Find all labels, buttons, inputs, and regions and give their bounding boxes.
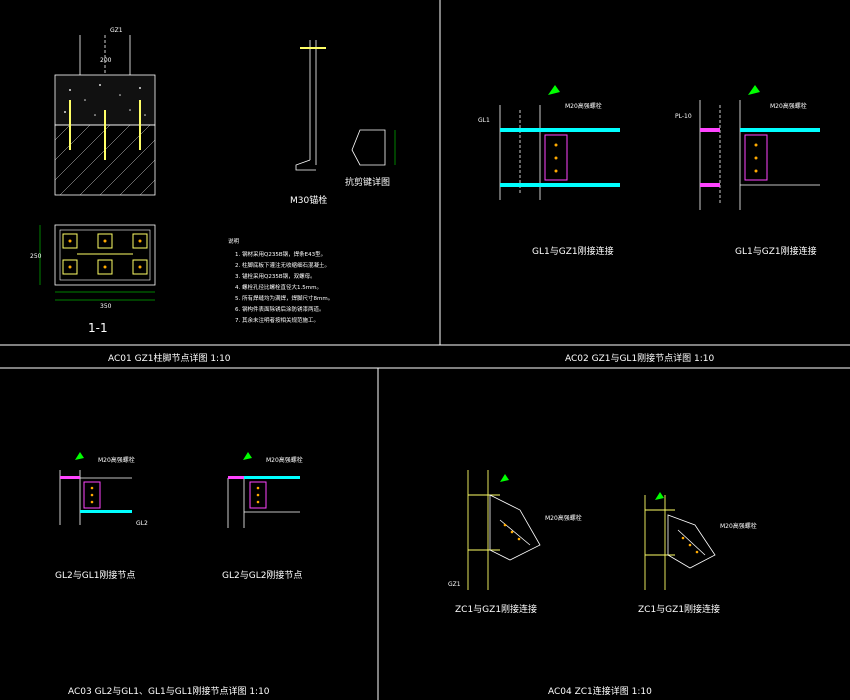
label-gz1: GZ1 (110, 27, 123, 34)
dim-200: 200 (100, 57, 112, 64)
bolt-note-c: M20高强螺栓 (98, 456, 135, 464)
bolt-note-b: M20高强螺栓 (770, 102, 807, 110)
note-line: 3. 锚栓采用Q235B钢，双螺母。 (235, 272, 316, 280)
panel-title-ac01: AC01 GZ1柱脚节点详图 1:10 (108, 352, 231, 364)
dim-350: 350 (100, 303, 112, 310)
dim-250: 250 (30, 253, 42, 260)
panel-ac04: M20高强螺栓 GZ1 ZC1与GZ1刚接连接 M20高强螺栓 ZC1与GZ1刚… (448, 470, 757, 697)
panel-title-ac02: AC02 GZ1与GL1刚接节点详图 1:10 (565, 352, 715, 364)
zc1-gz1-label-a: ZC1与GZ1刚接连接 (455, 603, 537, 615)
note-line: 1. 钢材采用Q235B钢，焊条E43型。 (235, 250, 326, 258)
bolt-note-f: M20高强螺栓 (720, 522, 757, 530)
note-line: 5. 所有焊缝均为满焊，焊脚尺寸8mm。 (235, 294, 333, 302)
label-gl2-a: GL2 (136, 520, 148, 527)
gl2-gl2-label: GL2与GL2刚接节点 (222, 569, 302, 581)
gl2-gl1-label: GL2与GL1刚接节点 (55, 569, 135, 581)
note-line: 6. 钢构件表面除锈后涂防锈漆两道。 (235, 305, 325, 313)
design-notes: 说明 1. 钢材采用Q235B钢，焊条E43型。 2. 柱脚底板下灌注无收缩细石… (228, 237, 333, 324)
panel-ac03: M20高强螺栓 GL2 GL2与GL1刚接节点 M20高强螺栓 GL2与GL2刚… (55, 452, 303, 697)
panel-ac01: 250 350 200 GZ1 1-1 M30锚栓 抗剪键详图 说明 1. 钢材… (30, 27, 396, 364)
note-line: 2. 柱脚底板下灌注无收缩细石混凝土。 (235, 261, 330, 269)
note-line: 7. 其余未注明者按相关规范施工。 (235, 316, 319, 324)
zc1-gz1-label-b: ZC1与GZ1刚接连接 (638, 603, 720, 615)
gl1-gz1-label-b: GL1与GZ1刚接连接 (735, 245, 817, 257)
notes-heading: 说明 (228, 237, 240, 245)
label-gl1-a: GL1 (478, 117, 490, 124)
m30-anchor-label: M30锚栓 (290, 194, 327, 206)
bolt-note-d: M20高强螺栓 (266, 456, 303, 464)
panel-title-ac03: AC03 GL2与GL1、GL1与GL1刚接节点详图 1:10 (68, 685, 270, 697)
panel-ac02: GL1 M20高强螺栓 GL1与GZ1刚接连接 PL-10 M20高强螺栓 GL… (478, 85, 820, 364)
bolt-note-a: M20高强螺栓 (565, 102, 602, 110)
shear-key-label: 抗剪键详图 (345, 176, 390, 188)
section-1-1: 1-1 (88, 321, 108, 335)
label-pl: PL-10 (675, 113, 692, 120)
panel-title-ac04: AC04 ZC1连接详图 1:10 (548, 685, 652, 697)
note-line: 4. 螺栓孔径比螺栓直径大1.5mm。 (235, 283, 322, 291)
bolt-note-e: M20高强螺栓 (545, 514, 582, 522)
label-gz1-b: GZ1 (448, 581, 461, 588)
gl1-gz1-label-a: GL1与GZ1刚接连接 (532, 245, 614, 257)
